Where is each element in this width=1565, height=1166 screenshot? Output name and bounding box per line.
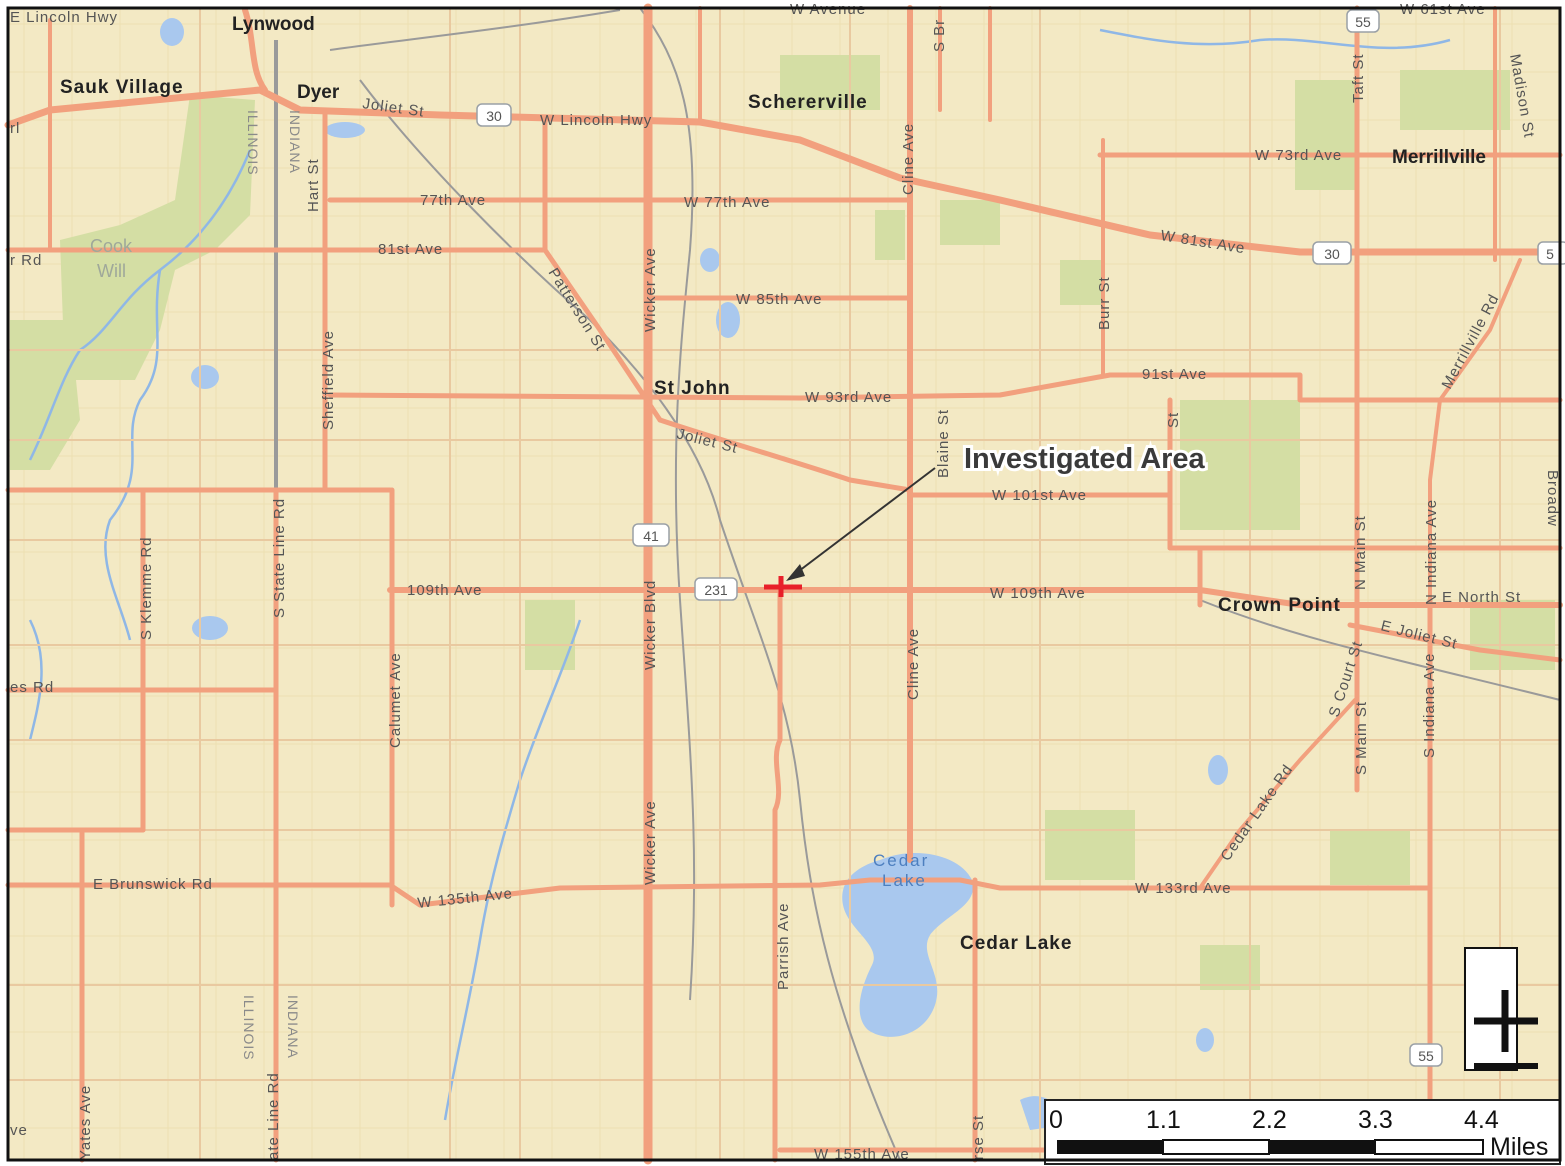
road-label-wicker-ave-south: Wicker Ave bbox=[642, 800, 659, 885]
road-label-partial-ave-west: ve bbox=[10, 1122, 28, 1139]
road-label-n-main-st: N Main St bbox=[1352, 515, 1369, 590]
road-label-91st-ave: 91st Ave bbox=[1142, 366, 1207, 383]
road-label-partial-st-east: St bbox=[1165, 412, 1182, 428]
road-label-w-77th-ave: W 77th Ave bbox=[684, 194, 770, 211]
scale-tick-0: 0 bbox=[1049, 1106, 1063, 1134]
lake-label-line-2: Lake bbox=[882, 871, 927, 890]
road-label-partial-s-br: S Br bbox=[931, 19, 948, 52]
road-label-s-indiana-ave: S Indiana Ave bbox=[1421, 653, 1438, 758]
road-label-w-73rd-ave: W 73rd Ave bbox=[1255, 147, 1342, 164]
streams bbox=[28, 28, 1451, 1121]
svg-text:5: 5 bbox=[1546, 246, 1554, 262]
shield-us231: 231 bbox=[694, 577, 738, 601]
shield-us30-east: 30 bbox=[1312, 241, 1352, 265]
road-label-e-lincoln-hwy: E Lincoln Hwy bbox=[10, 9, 118, 26]
road-label-state-line-rd-south: ate Line Rd bbox=[265, 1072, 282, 1160]
svg-text:55: 55 bbox=[1418, 1048, 1434, 1064]
svg-text:41: 41 bbox=[643, 528, 659, 544]
town-label-lynwood: Lynwood bbox=[232, 14, 315, 35]
road-label-w-93rd-ave: W 93rd Ave bbox=[805, 389, 892, 406]
road-label-partial-broadway: Broadw bbox=[1544, 470, 1561, 527]
north-arrow-icon bbox=[1464, 947, 1538, 1071]
state-label-illinois-north: ILLINOIS bbox=[245, 110, 261, 176]
boundary-labels: ILLINOIS INDIANA ILLINOIS INDIANA Cook W… bbox=[90, 110, 303, 1061]
road-label-taft-st: Taft St bbox=[1350, 53, 1367, 103]
road-label-sheffield-ave: Sheffield Ave bbox=[320, 330, 337, 430]
town-label-schererville: Schererville bbox=[748, 92, 868, 113]
road-label-w-133rd-ave: W 133rd Ave bbox=[1135, 880, 1232, 897]
shield-us41: 41 bbox=[632, 523, 670, 547]
shield-in55-south: 55 bbox=[1409, 1043, 1443, 1067]
major-roads bbox=[4, 3, 1564, 1165]
town-label-st-john: St John bbox=[654, 378, 731, 399]
shield-us30-west: 30 bbox=[476, 103, 512, 127]
road-label-partial-rd-west-2: es Rd bbox=[10, 679, 54, 696]
road-label-hart-st: Hart St bbox=[305, 158, 322, 212]
road-label-parrish-ave: Parrish Ave bbox=[775, 903, 792, 990]
scale-tick-3: 3.3 bbox=[1358, 1106, 1393, 1134]
svg-text:231: 231 bbox=[704, 582, 728, 598]
road-label-cline-ave-south: Cline Ave bbox=[905, 628, 922, 700]
county-label-cook: Cook bbox=[90, 236, 133, 256]
scale-tick-4: 4.4 bbox=[1464, 1106, 1499, 1134]
investigated-area-marker bbox=[764, 576, 802, 597]
road-label-77th-ave: 77th Ave bbox=[420, 192, 486, 209]
road-label-e-brunswick-rd: E Brunswick Rd bbox=[93, 876, 213, 893]
lake-label-line-1: Cedar bbox=[873, 851, 929, 870]
road-label-w-lincoln-hwy: W Lincoln Hwy bbox=[540, 112, 652, 129]
map-frame bbox=[6, 6, 1562, 1162]
road-label-w-109th-ave: W 109th Ave bbox=[990, 585, 1086, 602]
road-label-partial-rl: rl bbox=[10, 120, 20, 137]
road-label-s-klemme-rd: S Klemme Rd bbox=[138, 536, 155, 640]
state-label-illinois-south: ILLINOIS bbox=[241, 995, 257, 1061]
road-label-partial-rse-st: rse St bbox=[970, 1115, 987, 1160]
road-label-w-85th-ave: W 85th Ave bbox=[736, 291, 822, 308]
road-label-109th-ave: 109th Ave bbox=[407, 582, 482, 599]
railroads bbox=[329, 7, 1561, 1161]
road-label-blaine-st: Blaine St bbox=[935, 409, 952, 478]
park-areas bbox=[10, 55, 1555, 990]
town-labels: Lynwood Sauk Village Dyer Schererville M… bbox=[60, 14, 1486, 954]
road-label-81st-ave: 81st Ave bbox=[378, 241, 443, 258]
road-label-w-101st-ave: W 101st Ave bbox=[992, 487, 1087, 504]
road-label-n-indiana-ave: N Indiana Ave bbox=[1423, 499, 1440, 605]
road-label-calumet-ave: Calumet Ave bbox=[387, 652, 404, 748]
shield-in55-north: 55 bbox=[1346, 9, 1380, 33]
scale-unit-label: Miles bbox=[1490, 1133, 1548, 1161]
road-label-burr-st: Burr St bbox=[1096, 276, 1113, 330]
road-label-partial-rd-west-1: r Rd bbox=[10, 252, 42, 269]
investigated-area-label: Investigated Area bbox=[964, 443, 1206, 475]
shield-edge-partial: 5 bbox=[1537, 241, 1565, 265]
svg-text:55: 55 bbox=[1355, 14, 1371, 30]
road-label-s-state-line-rd: S State Line Rd bbox=[271, 498, 288, 618]
road-label-wicker-blvd: Wicker Blvd bbox=[642, 580, 659, 670]
scale-tick-1: 1.1 bbox=[1146, 1106, 1181, 1134]
county-label-will: Will bbox=[97, 261, 126, 281]
callout-leader bbox=[786, 467, 936, 581]
road-label-yates-ave: Yates Ave bbox=[77, 1085, 94, 1160]
svg-text:30: 30 bbox=[486, 108, 502, 124]
town-label-merrillville: Merrillville bbox=[1392, 147, 1486, 168]
town-label-dyer: Dyer bbox=[297, 82, 340, 103]
road-label-wicker-ave-north: Wicker Ave bbox=[642, 247, 659, 332]
town-label-crown-point: Crown Point bbox=[1218, 595, 1341, 616]
scale-bar: 0 1.1 2.2 3.3 4.4 Miles bbox=[1044, 1099, 1561, 1165]
road-label-e-north-st: E North St bbox=[1442, 589, 1521, 606]
cedar-lake-water bbox=[842, 852, 974, 1037]
state-label-indiana-north: INDIANA bbox=[287, 110, 303, 174]
state-label-indiana-south: INDIANA bbox=[285, 995, 301, 1059]
road-label-s-main-st: S Main St bbox=[1353, 701, 1370, 775]
town-label-cedar-lake: Cedar Lake bbox=[960, 933, 1072, 954]
svg-text:30: 30 bbox=[1324, 246, 1340, 262]
road-label-cline-ave-north: Cline Ave bbox=[900, 123, 917, 195]
scale-tick-2: 2.2 bbox=[1252, 1106, 1287, 1134]
town-label-sauk-village: Sauk Village bbox=[60, 77, 184, 98]
